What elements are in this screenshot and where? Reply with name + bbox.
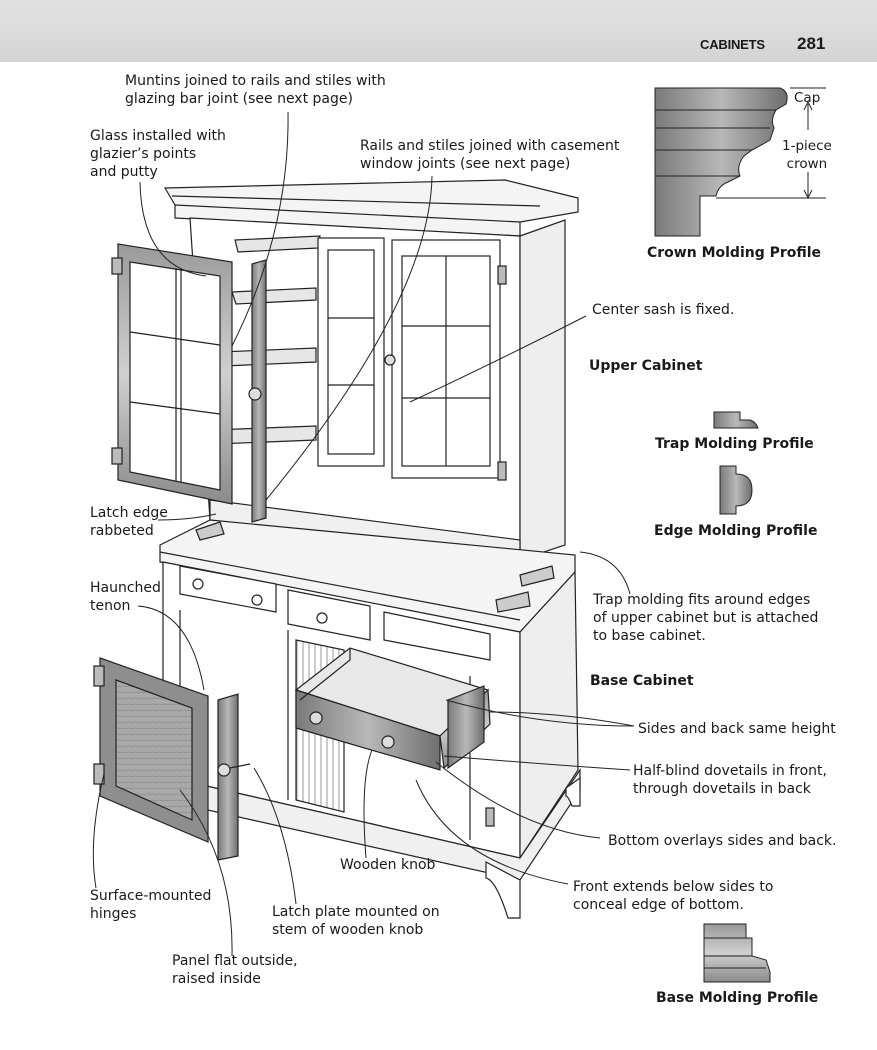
callout-wooden-knob: Wooden knob	[340, 857, 436, 873]
callout-dovetails: Half-blind dovetails in front, through d…	[633, 763, 827, 797]
edge-molding-profile	[719, 465, 753, 515]
page-number: 281	[797, 34, 826, 53]
upper-cabinet-title: Upper Cabinet	[589, 358, 703, 374]
section-title: CABINETS	[700, 37, 765, 52]
loose-door-stile	[248, 259, 267, 523]
callout-panel-flat: Panel flat outside, raised inside	[172, 953, 298, 987]
callout-latch-edge: Latch edge rabbeted	[90, 505, 168, 539]
callout-bottom-overlays: Bottom overlays sides and back.	[608, 833, 837, 849]
base-open-door	[93, 657, 209, 843]
callout-front-extends: Front extends below sides to conceal edg…	[573, 879, 774, 913]
trap-molding-profile	[713, 411, 759, 429]
callout-latch-plate: Latch plate mounted on stem of wooden kn…	[272, 904, 440, 938]
trap-profile-title: Trap Molding Profile	[655, 436, 814, 452]
callout-surface-hinges: Surface-mounted hinges	[90, 888, 212, 922]
callout-sides-back: Sides and back same height	[638, 721, 836, 737]
edge-profile-title: Edge Molding Profile	[654, 523, 818, 539]
base-molding-profile	[703, 923, 771, 983]
callout-rails-stiles: Rails and stiles joined with casement wi…	[360, 138, 620, 172]
crown-dimension-lines	[716, 87, 826, 200]
callout-leaders	[92, 111, 635, 957]
callout-haunched-tenon: Haunched tenon	[90, 580, 161, 614]
callout-trap-molding: Trap molding fits around edges of upper …	[593, 592, 819, 644]
base-loose-stile	[217, 693, 251, 861]
page-header-band	[0, 0, 877, 62]
crown-profile-title: Crown Molding Profile	[647, 245, 822, 261]
base-profile-title: Base Molding Profile	[656, 990, 819, 1006]
open-drawer	[294, 647, 491, 771]
upper-cabinet	[163, 179, 579, 561]
crown-one-piece-label: 1-piece crown	[782, 138, 832, 172]
callout-muntins: Muntins joined to rails and stiles with …	[125, 73, 386, 107]
crown-cap-label: Cap	[794, 90, 821, 106]
base-cabinet-title: Base Cabinet	[590, 673, 694, 689]
callout-glass: Glass installed with glazier’s points an…	[90, 128, 226, 180]
callout-center-sash: Center sash is fixed.	[592, 302, 735, 318]
crown-molding-profile	[654, 87, 788, 237]
upper-open-door	[111, 243, 233, 505]
